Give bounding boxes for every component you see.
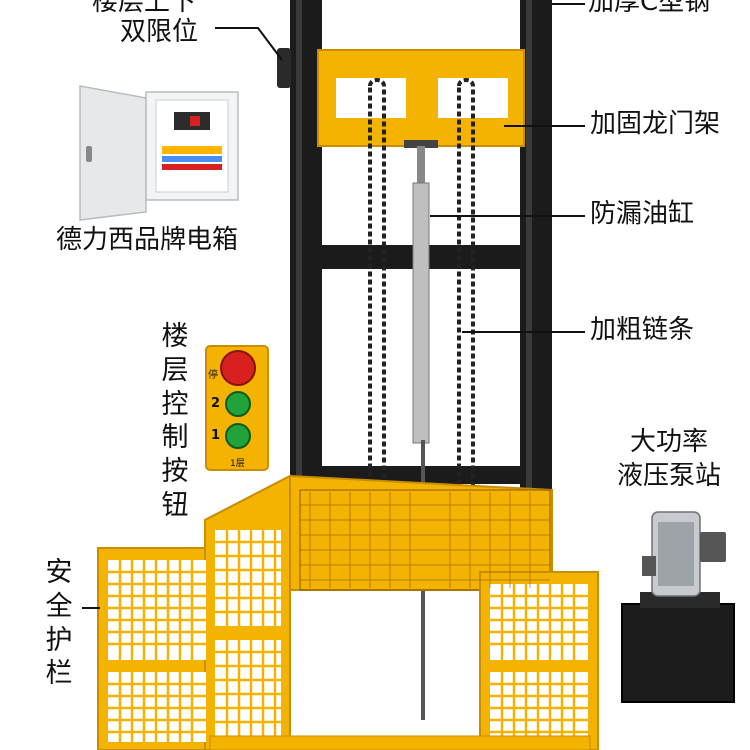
leader-lines — [82, 3, 585, 609]
limit-switch — [277, 48, 291, 88]
hydraulic-pump-station — [621, 511, 735, 703]
right-column — [520, 0, 552, 560]
label-control-buttons: 楼 层 控 制 按 钮 — [161, 321, 189, 521]
label-electric-box: 德力西品牌电箱 — [56, 225, 239, 255]
control-panel-floor-label: 1层 — [230, 459, 245, 469]
label-cylinder: 防漏油缸 — [590, 199, 695, 229]
chains — [368, 78, 475, 542]
label-hydraulic-2: 液压泵站 — [617, 461, 722, 491]
control-button-label-1: 1 — [211, 428, 221, 443]
electric-cabinet — [79, 85, 239, 221]
label-c-steel: 加厚C型钢 — [588, 0, 711, 17]
control-button-label-2: 2 — [211, 396, 221, 411]
stop-button-graphic — [220, 350, 256, 386]
gantry-frame — [317, 49, 525, 147]
label-floor-limit-2: 双限位 — [120, 17, 199, 47]
label-floor-limit-1: 楼层上下 — [92, 0, 197, 17]
label-guardrail: 安 全 护 栏 — [45, 557, 73, 690]
control-panel — [205, 345, 269, 471]
hydraulic-cylinder — [404, 140, 438, 720]
label-chain: 加粗链条 — [590, 315, 695, 345]
cage — [97, 474, 599, 750]
label-hydraulic-1: 大功率 — [630, 427, 709, 457]
control-button-label-stop: 停 — [208, 370, 218, 381]
label-gantry: 加固龙门架 — [590, 109, 721, 139]
left-column — [290, 0, 322, 560]
